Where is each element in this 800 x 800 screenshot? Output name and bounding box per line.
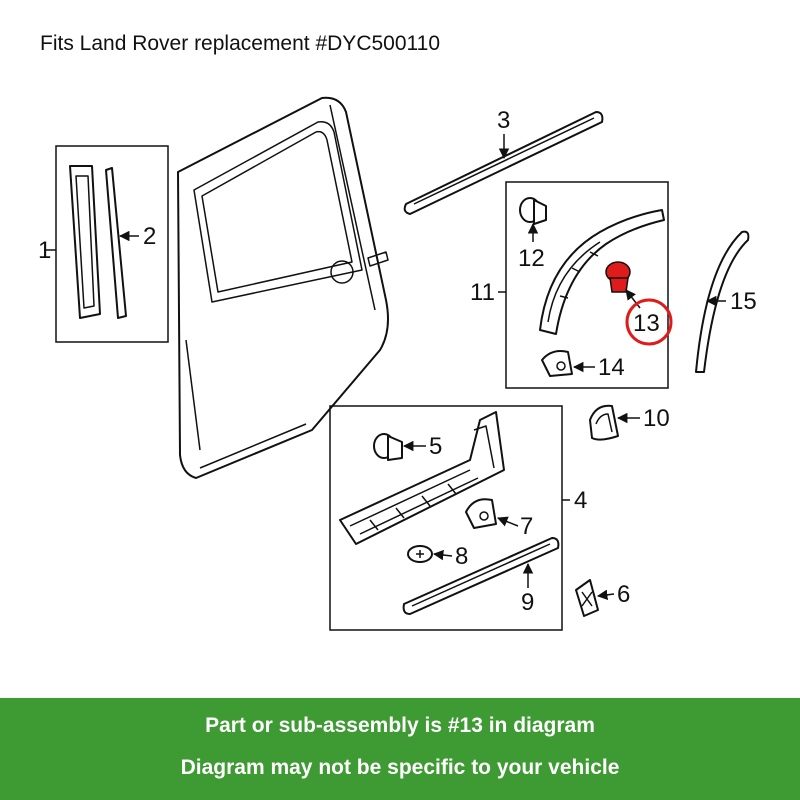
- part-9-lower-molding: [402, 537, 560, 615]
- part-5-clip: [373, 433, 403, 461]
- label-3: 3: [497, 107, 510, 134]
- label-10: 10: [643, 405, 670, 432]
- label-5: 5: [429, 433, 442, 460]
- highlight-circle: [625, 298, 673, 346]
- rocker-molding-bracket: [339, 411, 505, 545]
- part-10-cover: [589, 404, 619, 441]
- parts-11-14-box: [505, 181, 669, 389]
- parts-diagram: 1 2 3 11 12 13 14 15 1: [38, 96, 757, 631]
- wheel-arch-molding: [539, 209, 665, 335]
- label-9: 9: [521, 589, 534, 616]
- label-11: 11: [470, 279, 495, 306]
- part-8-grommet: [407, 545, 433, 563]
- part-13-highlighted-clip: [605, 261, 631, 293]
- label-7: 7: [520, 513, 533, 540]
- part-7-clip: [465, 498, 497, 529]
- part-6-clip: [575, 579, 599, 617]
- parts-1-2-box: [55, 145, 169, 343]
- belt-molding: [403, 111, 604, 215]
- part-14-clip: [541, 350, 573, 377]
- label-12: 12: [518, 245, 545, 272]
- parts-4-9-box: [329, 405, 563, 631]
- label-13: 13: [633, 310, 660, 337]
- rear-door: [177, 96, 389, 479]
- rear-arch-molding: [695, 230, 750, 373]
- part-number-note: Part or sub-assembly is #13 in diagram: [205, 714, 595, 737]
- diagram-title: Fits Land Rover replacement #DYC500110: [40, 32, 440, 55]
- label-14: 14: [598, 354, 625, 381]
- vehicle-disclaimer: Diagram may not be specific to your vehi…: [180, 756, 620, 779]
- info-banner: Part or sub-assembly is #13 in diagram D…: [0, 698, 800, 800]
- label-2: 2: [143, 223, 156, 250]
- label-8: 8: [455, 543, 468, 570]
- label-4: 4: [574, 487, 587, 514]
- label-6: 6: [617, 581, 630, 608]
- label-15: 15: [730, 288, 757, 315]
- part-12-clip: [519, 197, 547, 225]
- b-pillar-molding: [69, 165, 127, 319]
- label-1: 1: [38, 237, 51, 264]
